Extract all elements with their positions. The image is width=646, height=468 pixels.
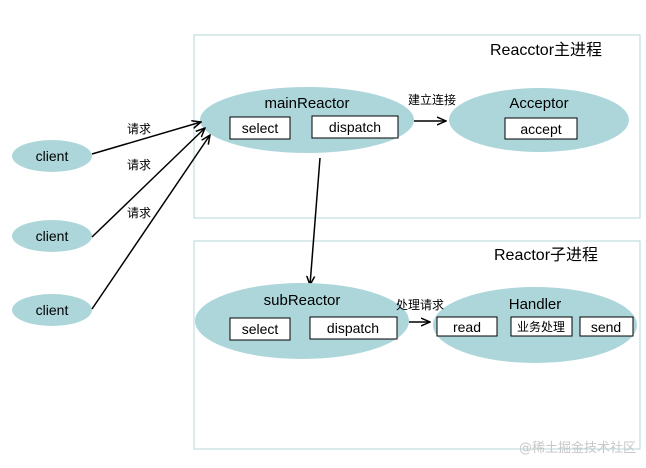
business-box <box>510 316 573 337</box>
sub-select-box <box>229 317 291 341</box>
handler: Handler read 业务处理 send <box>433 287 637 363</box>
main-select-box <box>229 116 291 140</box>
request-arrow-3 <box>91 135 210 310</box>
request-arrow-2 <box>91 128 205 238</box>
business-label: 业务处理 <box>517 319 565 334</box>
sub-dispatch-box <box>309 316 398 340</box>
main-process-title: Reacctor主进程 <box>490 41 602 59</box>
client-3: client <box>12 294 92 326</box>
sub-dispatch-label: dispatch <box>327 320 379 336</box>
acceptor: Acceptor accept <box>449 88 629 152</box>
sub-select-label: select <box>242 321 279 337</box>
read-label: read <box>453 319 481 335</box>
client-1-label: client <box>36 148 69 164</box>
client-1: client <box>12 140 92 172</box>
client-2-label: client <box>36 228 69 244</box>
sub-process-title: Reactor子进程 <box>494 246 598 264</box>
dispatch-to-sub-arrow <box>310 157 321 285</box>
main-reactor: mainReactor select dispatch <box>200 87 414 153</box>
sub-reactor-label: subReactor <box>264 292 341 309</box>
main-dispatch-box <box>311 115 399 139</box>
sub-reactor: subReactor select dispatch <box>195 283 409 359</box>
send-box <box>579 316 634 337</box>
watermark: @稀土掘金技术社区 <box>519 440 636 456</box>
request-label-1: 请求 <box>127 122 151 136</box>
request-label-3: 请求 <box>127 206 151 220</box>
read-box <box>436 316 498 337</box>
main-select-label: select <box>242 120 279 136</box>
connect-label: 建立连接 <box>408 92 456 107</box>
accept-label: accept <box>520 121 561 137</box>
request-arrow-1 <box>91 122 201 155</box>
request-label-2: 请求 <box>127 158 151 172</box>
main-dispatch-label: dispatch <box>329 119 381 135</box>
accept-box <box>504 117 578 140</box>
send-label: send <box>591 319 621 335</box>
main-reactor-label: mainReactor <box>264 95 349 112</box>
sub-process-box <box>193 240 641 450</box>
handler-label: Handler <box>509 296 562 313</box>
client-3-label: client <box>36 302 69 318</box>
client-2: client <box>12 220 92 252</box>
handle-label: 处理请求 <box>396 298 444 312</box>
acceptor-label: Acceptor <box>509 95 568 112</box>
